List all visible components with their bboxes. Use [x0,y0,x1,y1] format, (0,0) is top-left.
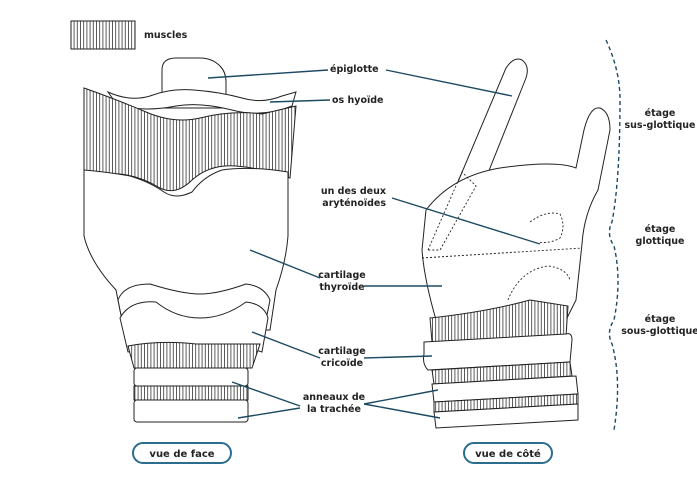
front-trachea-ring-1 [133,367,249,387]
line-anneaux-front-2 [237,407,301,419]
leader-lines [207,69,541,419]
label-anneaux-2: la trachée [307,404,361,415]
label-thyroide-2: thyroïde [319,282,364,293]
pill-side-label: vue de côté [475,448,541,460]
label-arytenoides-2: aryténoïdes [322,198,386,209]
label-cricoide-1: cartilage [318,346,365,357]
view-pills: vue de face vue de côté [132,442,553,464]
levels: étage sus-glottique étage glottique étag… [605,39,697,431]
level-glottique-2: glottique [636,236,685,247]
side-arytenoid-dashed [427,171,477,251]
side-glottis-line [421,247,583,259]
label-arytenoides-1: un des deux [321,186,386,197]
side-trachea-ring-2 [433,403,579,429]
side-muscle-band [429,299,569,343]
level-sous-2: sous-glottique [621,326,697,337]
labels: épiglotte os hyoïde un des deux aryténoï… [303,64,386,415]
level-sous-1: étage [645,314,676,325]
legend: muscles [70,20,188,50]
label-os-hyoide: os hyoïde [332,95,383,106]
level-divider-dashed [605,39,621,431]
line-anneaux-side-2 [363,403,441,419]
line-thyroide-front [249,249,321,279]
pill-front [132,442,232,464]
side-view [421,58,611,429]
line-anneaux-front-1 [231,381,301,407]
level-sus-1: étage [645,108,676,119]
level-glottique-1: étage [645,224,676,235]
line-cricoide-front [251,331,321,359]
label-cricoide-2: cricoïde [321,358,363,369]
side-arytenoid-2 [529,212,564,243]
pill-front-label: vue de face [149,449,214,460]
line-arytenoide [391,197,541,245]
label-thyroide-1: cartilage [318,270,365,281]
front-hyoid [106,89,297,114]
legend-swatch [70,20,136,50]
front-lower-muscle [127,341,261,369]
line-os-hyoide [269,99,331,103]
line-epiglotte-front [207,69,329,79]
front-trachea-muscle-1 [133,385,249,401]
pill-side [463,442,553,464]
front-view [83,57,297,423]
level-sus-2: sus-glottique [625,120,696,131]
legend-label: muscles [144,30,188,41]
line-cricoide-side [363,355,433,359]
side-inner-curve [507,265,571,301]
label-epiglotte: épiglotte [330,64,379,75]
line-epiglotte-side [385,69,513,97]
line-anneaux-side-1 [363,389,439,405]
label-anneaux-1: anneaux de [303,392,365,403]
side-thyroid-body [421,107,611,321]
front-trachea-ring-2 [133,399,249,423]
